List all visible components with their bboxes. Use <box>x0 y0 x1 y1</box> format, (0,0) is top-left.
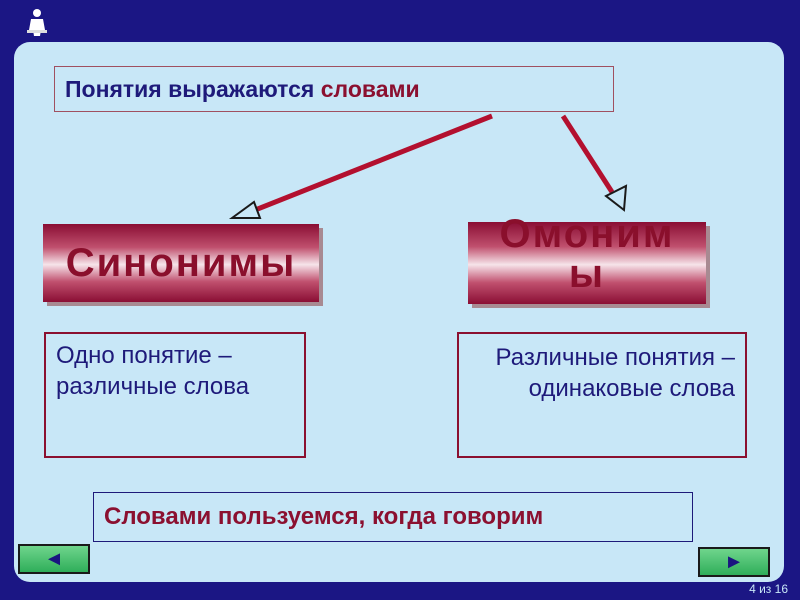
synonyms-definition: Одно понятие – различные слова <box>56 342 250 400</box>
usage-note: Словами пользуемся, когда говорим <box>93 492 693 542</box>
triangle-right-icon: ► <box>724 550 744 573</box>
heading-prefix: Понятия выражаются <box>65 75 315 102</box>
heading-accent: словами <box>320 75 420 102</box>
triangle-left-icon: ◄ <box>44 547 64 570</box>
next-slide-button[interactable]: ► <box>698 547 770 577</box>
previous-slide-button[interactable]: ◄ <box>18 544 90 574</box>
homonyms-definition-box: Различные понятия – одинаковые слова <box>457 332 747 458</box>
synonyms-definition-box: Одно понятие – различные слова <box>44 332 306 458</box>
page-indicator: 4 из 16 <box>749 582 788 596</box>
homonyms-title: Омоним ы <box>499 212 675 296</box>
homonyms-banner: Омоним ы <box>468 214 706 304</box>
synonyms-banner: Синонимы <box>43 224 319 302</box>
usage-note-text: Словами пользуемся, когда говорим <box>104 503 544 530</box>
reader-figure-icon <box>27 9 47 36</box>
concepts-heading: Понятия выражаются словами <box>54 66 614 112</box>
synonyms-title: Синонимы <box>65 241 297 285</box>
homonyms-definition: Различные понятия – одинаковые слова <box>495 344 735 402</box>
